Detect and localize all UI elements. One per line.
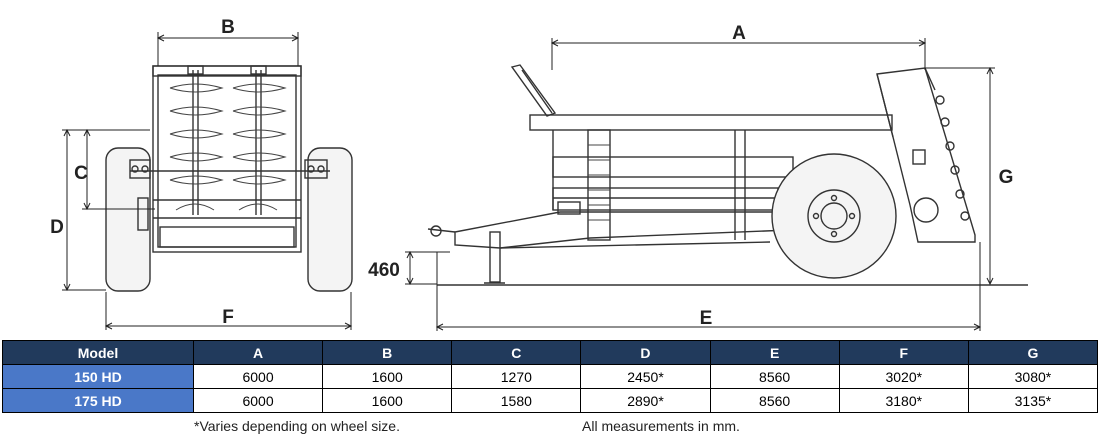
- table-cell: 6000: [192, 388, 324, 413]
- model-cell: 175 HD: [2, 388, 194, 413]
- table-cell: 3020*: [838, 364, 969, 389]
- header-f: F: [838, 340, 969, 365]
- rear-view: B C D F: [50, 17, 353, 330]
- table-cell: 2450*: [580, 364, 711, 389]
- table-cell: 6000: [192, 364, 324, 389]
- header-a: A: [192, 340, 324, 365]
- table-cell: 1580: [451, 388, 582, 413]
- table-header-row: Model A B C D E F G: [2, 340, 1099, 365]
- table-cell: 8560: [709, 388, 840, 413]
- dim-label-c: C: [74, 163, 88, 184]
- dim-label-f: F: [222, 307, 234, 328]
- table-cell: 1600: [322, 388, 453, 413]
- table-cell: 2890*: [580, 388, 711, 413]
- left-tyre: [105, 147, 151, 292]
- dim-label-a: A: [732, 23, 746, 44]
- model-cell: 150 HD: [2, 364, 194, 389]
- header-g: G: [967, 340, 1099, 365]
- hopper-rim: [529, 114, 893, 131]
- spreader-dimension-drawing: B C D F: [50, 17, 1028, 331]
- units-note: All measurements in mm.: [582, 418, 740, 434]
- right-tyre: [307, 147, 353, 292]
- header-model: Model: [2, 340, 194, 365]
- rear-spreader: [876, 67, 976, 243]
- dim-label-b: B: [221, 17, 235, 38]
- header-c: C: [451, 340, 582, 365]
- table-cell: 1600: [322, 364, 453, 389]
- side-wheel: [771, 153, 897, 279]
- spec-table: Model A B C D E F G 150 HD 6000 1600 127…: [2, 340, 1099, 413]
- table-cell: 3135*: [967, 388, 1099, 413]
- table-cell: 8560: [709, 364, 840, 389]
- wheel-size-note: *Varies depending on wheel size.: [194, 418, 400, 434]
- dim-label-d: D: [50, 217, 64, 238]
- header-d: D: [580, 340, 711, 365]
- dim-label-hitch-height: 460: [368, 260, 400, 281]
- table-cell: 3080*: [967, 364, 1099, 389]
- table-cell: 1270: [451, 364, 582, 389]
- table-row: 150 HD 6000 1600 1270 2450* 8560 3020* 3…: [2, 364, 1099, 389]
- header-e: E: [709, 340, 840, 365]
- dim-label-g: G: [999, 167, 1014, 188]
- dim-label-e: E: [700, 308, 713, 329]
- ladder: [587, 129, 611, 241]
- side-view: A G 460 E: [368, 23, 1028, 331]
- header-b: B: [322, 340, 453, 365]
- table-cell: 3180*: [838, 388, 969, 413]
- table-row: 175 HD 6000 1600 1580 2890* 8560 3180* 3…: [2, 388, 1099, 413]
